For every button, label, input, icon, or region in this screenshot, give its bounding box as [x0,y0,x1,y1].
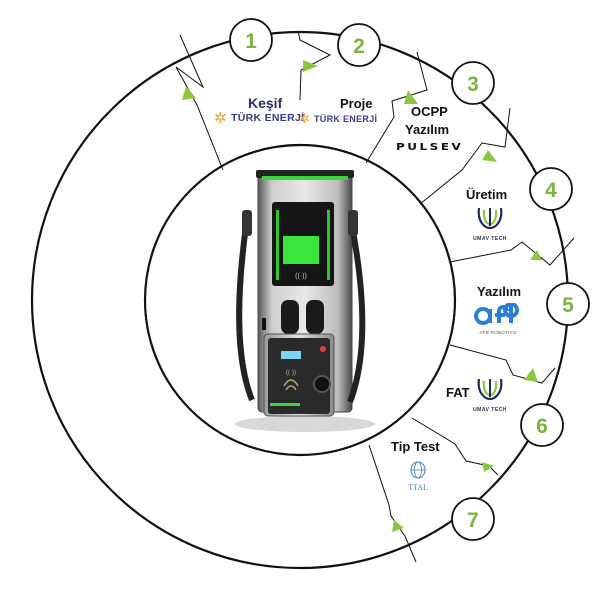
step-number-4: 4 [545,179,557,202]
step-number-7: 7 [467,509,479,532]
umav-tech-logo-icon [477,378,503,401]
step-badge-7: 7 [451,497,495,541]
step-7-brand: TTAL [398,460,438,492]
step-3-title-line1: OCPP [411,104,448,119]
step-badge-4: 4 [529,167,573,211]
step-7-title: Tip Test [391,439,440,454]
afb-logo-icon [474,302,520,325]
step-number-6: 6 [536,415,548,438]
step-number-3: 3 [467,73,479,96]
step-1-brand-text: TÜRK ENERJİ [231,112,305,124]
umav-tech-logo-icon [477,207,503,230]
step-5-title: Yazılım [477,284,522,299]
divider-1 [175,34,224,171]
ev-charger-illustration: ((·)) ((·)) [235,170,375,432]
step-number-2: 2 [353,35,365,58]
ttal-logo-icon [410,461,426,479]
divider-2 [297,30,332,101]
step-4-title: Üretim [466,187,508,202]
arrow-5 [530,250,542,260]
segment-dividers [175,30,575,563]
step-number-5: 5 [562,294,574,317]
svg-text:((·)): ((·)) [286,370,296,376]
step-badge-3: 3 [451,61,495,105]
dc-charger-screen [283,236,319,264]
divider-8 [368,444,417,563]
step-badge-2: 2 [337,23,381,67]
step-6-brand-text: UMAV TECH [473,407,507,413]
step-1-title: Keşif [248,95,283,111]
divider-5 [449,237,575,266]
step-4-brand-text: UMAV TECH [473,236,507,242]
step-badges: 1 2 3 4 5 6 7 [229,18,590,541]
arrow-1 [182,86,196,100]
divider-3 [365,51,428,164]
turk-enerji-logo-icon: ✲ [299,111,310,126]
step-5-brand: AFB ROBOTICS [468,302,528,335]
arrow-8 [392,520,404,532]
segment-arrows [182,60,542,532]
arrow-6 [524,368,538,382]
inner-ring [143,143,457,457]
step-3-brand: PULSEV [396,141,464,153]
step-number-1: 1 [245,30,257,53]
divider-7 [411,417,499,476]
arrow-4 [482,150,497,162]
arrow-3 [404,90,418,104]
step-badge-1: 1 [229,18,273,62]
step-badge-5: 5 [546,282,590,326]
step-4-brand: UMAV TECH [465,204,515,242]
step-3-title-line2: Yazılım [405,122,450,137]
step-badge-6: 6 [520,403,564,447]
step-2-title: Proje [340,96,373,111]
divider-6 [449,344,556,384]
step-6-title: FAT [446,385,470,400]
arrow-2 [303,60,318,72]
divider-4 [419,107,511,205]
step-2-brand-text: TÜRK ENERJİ [314,114,378,124]
svg-text:((·)): ((·)) [295,273,307,280]
step-7-brand-text: TTAL [408,483,428,492]
turk-enerji-logo-icon: ✲ [214,110,227,127]
step-5-brand-text: AFB ROBOTICS [479,330,517,335]
arrow-7 [482,462,494,472]
step-6-brand: UMAV TECH [465,375,515,413]
